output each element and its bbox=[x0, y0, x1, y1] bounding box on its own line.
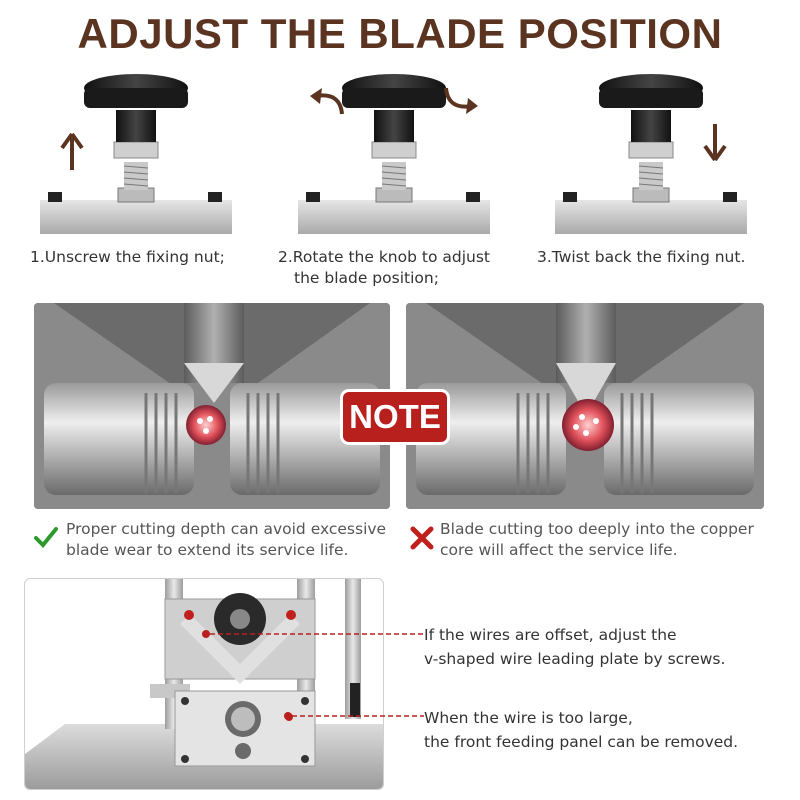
proper-depth-photo bbox=[34, 303, 390, 509]
step-2-illustration bbox=[298, 70, 498, 240]
step-1-illustration bbox=[40, 70, 240, 240]
leader-line-top bbox=[202, 630, 424, 638]
too-deep-photo bbox=[406, 303, 764, 509]
step-3-caption: 3.Twist back the fixing nut. bbox=[537, 248, 746, 266]
note-badge: NOTE bbox=[343, 392, 447, 442]
check-icon bbox=[34, 527, 58, 548]
step-1-caption: 1.Unscrew the fixing nut; bbox=[30, 248, 225, 266]
arrow-down-icon bbox=[703, 124, 727, 162]
annotation-wire-large: When the wire is too large, the front fe… bbox=[424, 709, 739, 751]
too-deep-caption: Blade cutting too deeply into the copper… bbox=[440, 520, 754, 559]
leader-line-bottom bbox=[284, 712, 424, 720]
machine-front-photo bbox=[24, 578, 384, 790]
annotation-wire-offset: If the wires are offset, adjust the v-sh… bbox=[424, 626, 726, 668]
rotate-right-icon bbox=[444, 87, 478, 114]
cross-icon bbox=[410, 526, 434, 550]
step-2-caption: 2.Rotate the knob to adjust the blade po… bbox=[278, 248, 490, 287]
step-3-illustration bbox=[555, 70, 755, 240]
rotate-left-icon bbox=[310, 88, 344, 115]
proper-depth-caption: Proper cutting depth can avoid excessive… bbox=[66, 520, 387, 559]
arrow-up-icon bbox=[60, 132, 84, 170]
page-title: ADJUST THE BLADE POSITION bbox=[77, 10, 723, 57]
